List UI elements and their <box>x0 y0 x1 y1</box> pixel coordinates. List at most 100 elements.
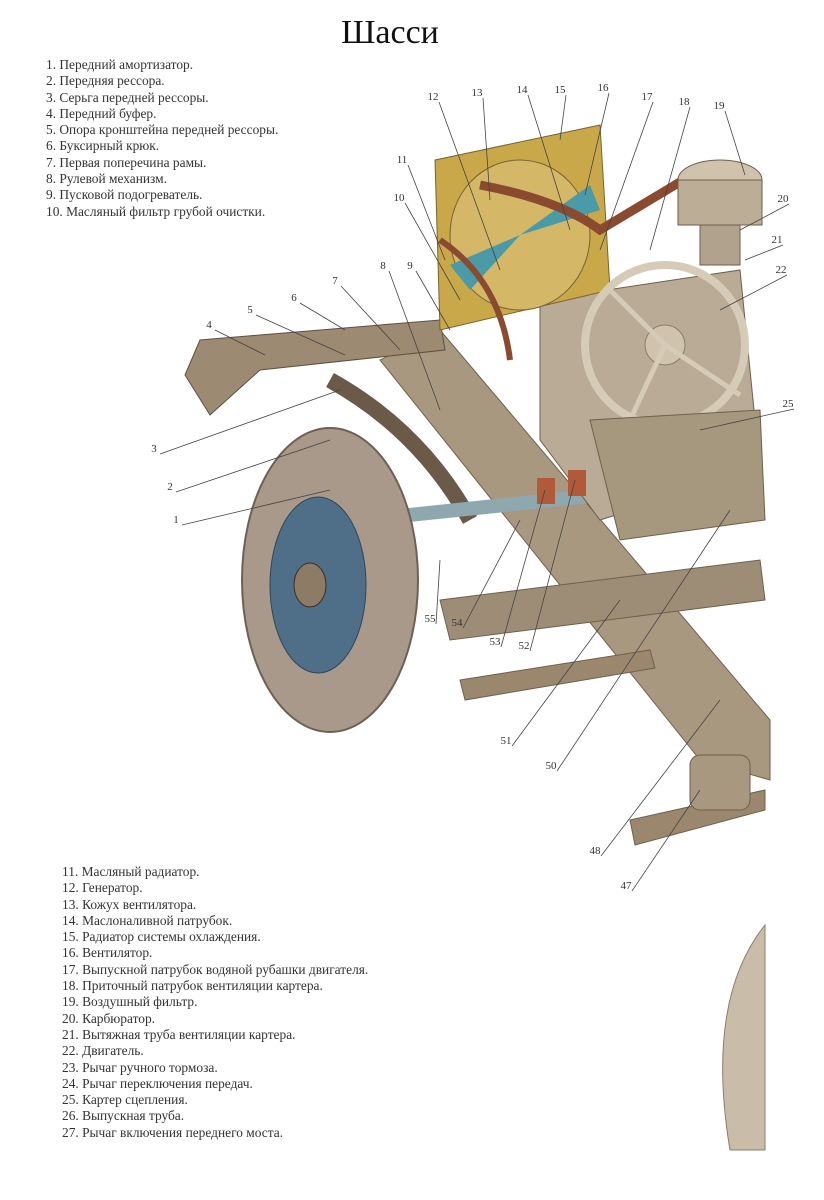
leader-line <box>739 203 790 231</box>
carburetor <box>699 224 741 266</box>
callout-number: 9 <box>407 260 413 272</box>
legend-item: 26. Выпускная труба. <box>62 1108 185 1124</box>
legend-item: 10. Масляный фильтр грубой очистки. <box>46 203 266 219</box>
callout-number: 3 <box>151 443 157 455</box>
legend-item: 5. Опора кронштейна передней рессоры. <box>46 122 279 138</box>
callout-number: 53 <box>490 636 502 648</box>
legend-item: 7. Первая поперечина рамы. <box>46 154 207 170</box>
leader-line <box>527 94 571 231</box>
wheel-hub <box>293 562 327 608</box>
callout-number: 20 <box>778 193 790 205</box>
leader-line <box>744 244 784 261</box>
leader-line <box>340 285 401 351</box>
legend-item: 2. Передняя рессора. <box>46 73 165 89</box>
leader-line <box>719 274 788 311</box>
callout-number: 13 <box>472 87 484 99</box>
page-title: Шасси <box>341 14 439 51</box>
leader-line <box>299 302 346 331</box>
legend-bottom: 11. Масляный радиатор.12. Генератор.13. … <box>62 864 368 1141</box>
callout-number: 2 <box>167 481 173 493</box>
air-filter-body <box>677 179 763 226</box>
legend-item: 11. Масляный радиатор. <box>62 864 200 879</box>
legend-top: 1. Передний амортизатор.2. Передняя ресс… <box>46 57 278 220</box>
legend-item: 19. Воздушный фильтр. <box>62 994 198 1010</box>
legend-item: 22. Двигатель. <box>62 1043 144 1059</box>
leader-line <box>159 389 341 455</box>
callout-number: 18 <box>679 96 691 108</box>
callout-number: 14 <box>517 84 529 96</box>
clutch-housing <box>589 409 766 541</box>
legend-item: 27. Рычаг включения переднего моста. <box>62 1124 284 1140</box>
legend-item: 3. Серьга передней рессоры. <box>46 89 209 105</box>
callout-number: 21 <box>772 234 783 246</box>
legend-item: 17. Выпускной патрубок водяной рубашки д… <box>62 961 369 977</box>
leader-line <box>462 519 521 629</box>
leader-line <box>529 479 576 652</box>
legend-item: 25. Картер сцепления. <box>62 1092 188 1108</box>
callout-number: 10 <box>394 192 406 204</box>
front-spring <box>326 373 477 524</box>
legend-item: 9. Пусковой подогреватель. <box>46 187 203 203</box>
oil-hose <box>438 237 513 361</box>
leader-line <box>435 559 441 625</box>
legend-item: 8. Рулевой механизм. <box>46 171 167 187</box>
leader-line <box>724 110 746 176</box>
legend-item: 24. Рычаг переключения передач. <box>62 1075 253 1091</box>
rear-cross-member <box>459 649 656 701</box>
leader-line <box>407 164 446 261</box>
upper-hose <box>479 166 703 236</box>
leader-line <box>511 599 621 747</box>
leader-line <box>584 92 610 196</box>
front-bumper <box>184 319 446 416</box>
callout-number: 8 <box>380 260 386 272</box>
callout-number: 51 <box>501 735 512 747</box>
legend-item: 23. Рычаг ручного тормоза. <box>62 1059 218 1075</box>
leader-line <box>649 106 691 251</box>
legend-item: 6. Буксирный крюк. <box>46 138 160 154</box>
leader-line <box>181 489 331 526</box>
leader-line <box>214 329 266 356</box>
leader-line <box>388 270 441 411</box>
leader-line <box>255 314 346 356</box>
legend-item: 21. Вытяжная труба вентиляции картера. <box>62 1026 296 1042</box>
legend-item: 18. Приточный патрубок вентиляции картер… <box>62 978 323 994</box>
leader-line <box>559 94 567 141</box>
legend-item: 20. Карбюратор. <box>62 1010 156 1026</box>
callout-number: 16 <box>598 82 610 94</box>
legend-item: 4. Передний буфер. <box>46 105 157 121</box>
callout-number: 6 <box>291 292 297 304</box>
callout-number: 47 <box>621 880 633 892</box>
rear-tire-partial <box>722 923 766 1151</box>
callout-number: 7 <box>332 275 338 287</box>
callout-number: 25 <box>783 398 795 410</box>
leader-line <box>438 101 501 271</box>
leader-line <box>175 439 331 493</box>
legend-item: 1. Передний амортизатор. <box>46 57 194 72</box>
pedal <box>568 470 586 496</box>
callout-number: 1 <box>173 514 179 526</box>
legend-item: 12. Генератор. <box>62 880 143 896</box>
legend-item: 13. Кожух вентилятора. <box>62 896 197 912</box>
callout-number: 11 <box>397 154 408 166</box>
legend-item: 16. Вентилятор. <box>62 945 153 961</box>
callout-number: 19 <box>714 100 726 112</box>
callout-number: 50 <box>546 760 558 772</box>
pedal <box>537 478 555 504</box>
leader-line <box>500 489 546 648</box>
leader-line <box>482 97 491 201</box>
leader-line <box>404 202 461 301</box>
leader-line <box>699 408 795 431</box>
leader-line <box>599 101 654 251</box>
legend-item: 15. Радиатор системы охлаждения. <box>62 929 261 945</box>
leader-line <box>415 270 451 331</box>
callout-number: 52 <box>519 640 530 652</box>
leader-line <box>556 509 731 772</box>
callout-number: 4 <box>206 319 212 331</box>
rear-differential <box>689 754 751 811</box>
callout-number: 55 <box>425 613 437 625</box>
callout-number: 48 <box>590 845 602 857</box>
callout-number: 17 <box>642 91 654 103</box>
chassis-illustration <box>184 124 771 1151</box>
callout-number: 15 <box>555 84 567 96</box>
